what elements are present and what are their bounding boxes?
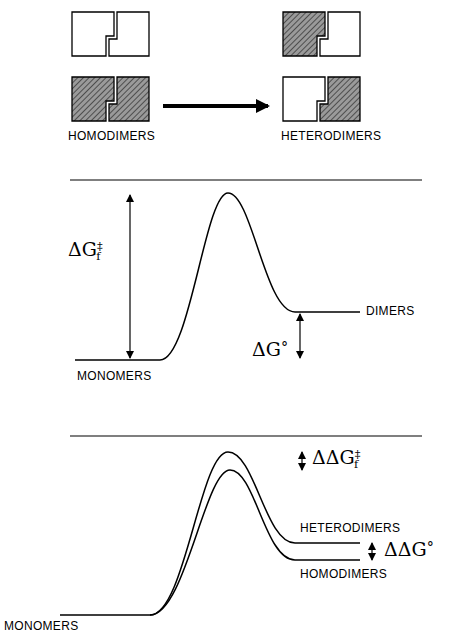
white-homodimer — [72, 12, 149, 56]
separator — [70, 435, 422, 436]
energy-label: ΔΔG‡f — [312, 448, 358, 467]
state-label: MONOMERS — [77, 370, 151, 382]
double-arrow — [371, 543, 372, 560]
state-label: HOMODIMERS — [300, 568, 387, 580]
double-arrow — [129, 195, 130, 358]
heterodimer-2 — [283, 77, 360, 121]
double-arrow — [299, 314, 300, 358]
energy-curve-lower — [150, 470, 360, 615]
energy-label: ΔΔG° — [384, 540, 434, 559]
energy-label: ΔG° — [252, 340, 288, 359]
heterodimer-1 — [283, 12, 360, 56]
double-arrow — [301, 452, 302, 470]
degree-sign: ° — [281, 339, 288, 355]
hatched-homodimer — [72, 77, 149, 121]
state-label: HETERODIMERS — [300, 522, 400, 534]
subscript: f — [354, 459, 358, 470]
group-label: HETERODIMERS — [281, 130, 381, 142]
subscript: f — [96, 251, 100, 262]
group-label: HOMODIMERS — [68, 130, 155, 142]
energy-curve — [75, 193, 360, 360]
state-label: MONOMERS — [4, 620, 78, 632]
energy-label: ΔG‡f — [68, 240, 101, 259]
degree-sign: ° — [427, 539, 434, 555]
state-label: DIMERS — [366, 305, 415, 317]
separator — [70, 179, 422, 180]
reaction-arrow — [163, 104, 268, 108]
